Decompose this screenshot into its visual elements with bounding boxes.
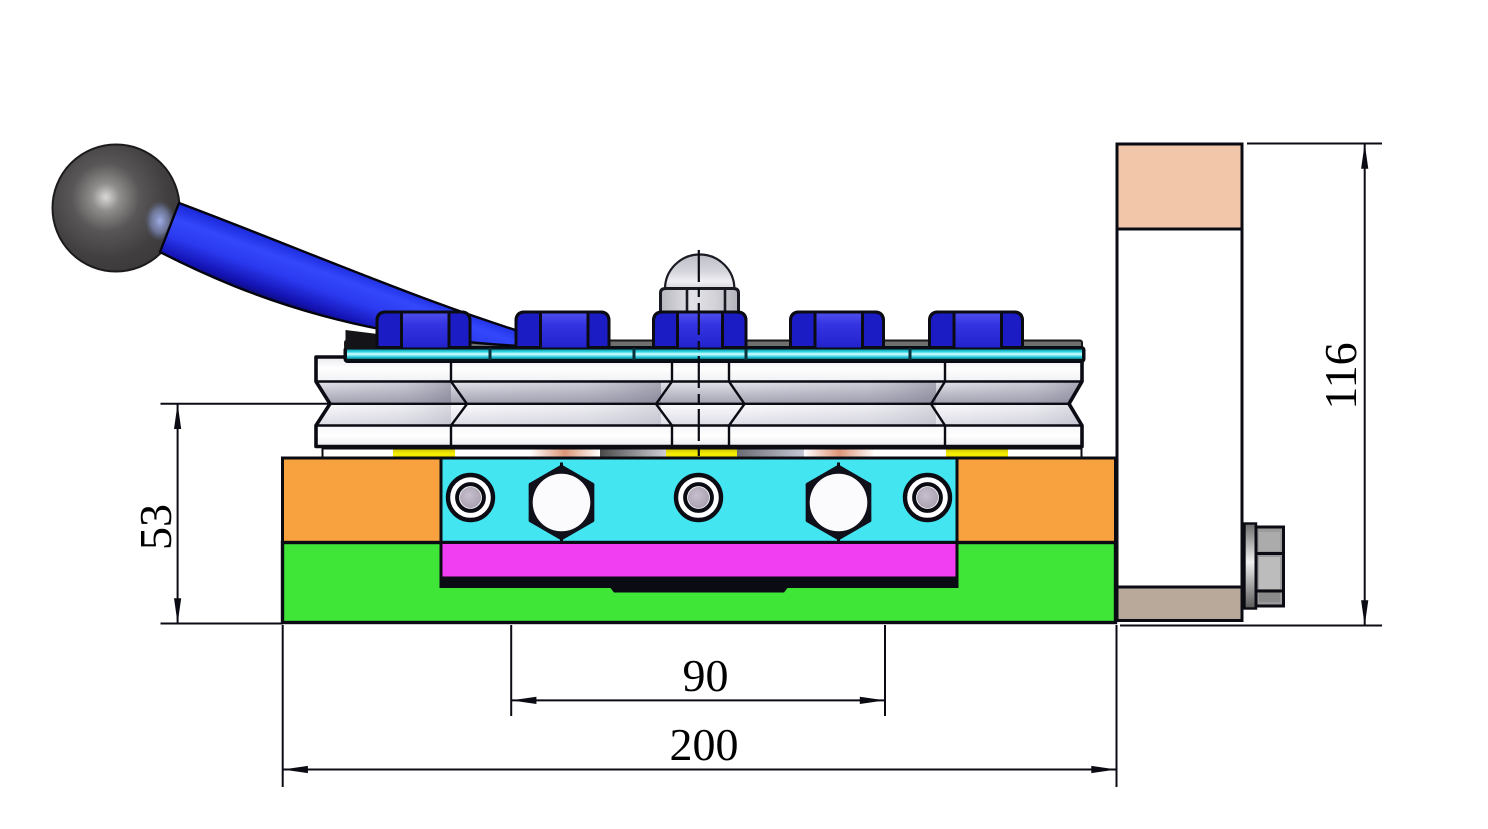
svg-text:90: 90 bbox=[683, 650, 729, 701]
svg-text:116: 116 bbox=[1315, 342, 1366, 409]
svg-text:200: 200 bbox=[670, 719, 739, 770]
svg-text:53: 53 bbox=[130, 504, 181, 550]
